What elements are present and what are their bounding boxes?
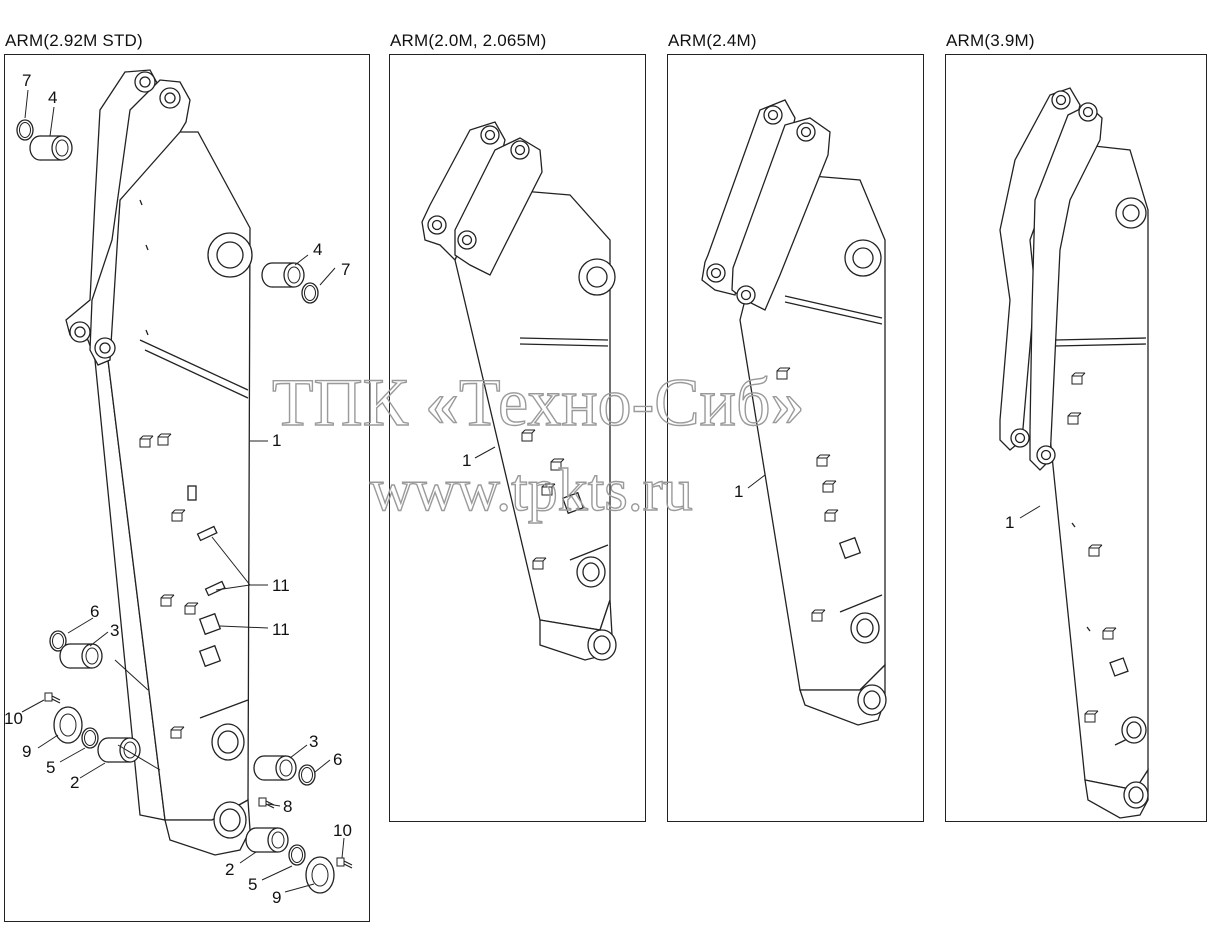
callout-2: 2 [225,860,234,879]
callout-6: 6 [90,602,99,621]
o-ring-part [298,764,316,786]
panel-title-arm-2-0m: ARM(2.0M, 2.065M) [390,31,547,50]
plate-part [305,856,335,894]
watermark-url: www.tpkts.ru [370,457,693,523]
o-ring-part [288,844,306,866]
bolt-part [258,797,275,809]
bolt-part [44,692,61,704]
arm-2-0m-leader-lines [474,446,496,459]
callout-1: 1 [734,482,743,501]
panel-frame-arm-3-9m [945,54,1207,822]
arm-2-92m-std-leader-lines [21,89,345,893]
callout-4: 4 [48,88,57,107]
callout-1: 1 [272,431,281,450]
callout-3: 3 [309,732,318,751]
o-ring-part [81,727,99,749]
bushing-part [245,827,289,853]
arm-2-0m-drawing [421,121,617,661]
bushing-part [59,643,103,669]
o-ring-part [301,282,319,304]
callout-10: 10 [333,821,352,840]
callout-9: 9 [272,888,281,907]
callout-3: 3 [110,621,119,640]
arm-2-4m-drawing [701,99,887,726]
watermark-company: ТПК «Техно-Сиб» [272,364,805,440]
bolt-part [336,857,353,869]
panel-frame-arm-2-4m [667,54,924,822]
arm-2-92m-std-drawing [65,69,253,856]
callout-11: 11 [272,576,290,595]
callout-1: 1 [462,451,471,470]
callout-2: 2 [70,773,79,792]
callout-4: 4 [313,240,322,259]
callout-6: 6 [333,750,342,769]
callout-5: 5 [248,875,257,894]
bushing-part [261,262,305,288]
panel-frame-arm-2-0m [389,54,646,822]
o-ring-part [16,119,34,141]
callout-5: 5 [46,758,55,777]
callout-1: 1 [1005,513,1014,532]
panel-title-arm-2-92m-std: ARM(2.92M STD) [5,31,143,50]
callout-7: 7 [22,71,31,90]
arm-3-9m-leader-lines [1019,505,1041,519]
bushing-part [29,135,73,161]
callout-9: 9 [22,742,31,761]
bushing-part [253,755,297,781]
callout-7: 7 [341,260,350,279]
arm-2-4m-leader-lines [747,474,766,489]
arm-3-9m-drawing [999,87,1149,819]
arm-2-92m-std-callouts: 7 4 4 7 1 11 11 6 3 10 9 5 2 3 6 8 10 2 … [4,71,352,907]
panel-title-arm-2-4m: ARM(2.4M) [668,31,757,50]
callout-8: 8 [283,797,292,816]
panel-frame-arm-2-92m-std [4,54,370,922]
callout-10: 10 [4,709,23,728]
panel-title-arm-3-9m: ARM(3.9M) [946,31,1035,50]
callout-11: 11 [272,620,290,639]
bushing-part [97,737,141,763]
plate-part [53,706,83,744]
